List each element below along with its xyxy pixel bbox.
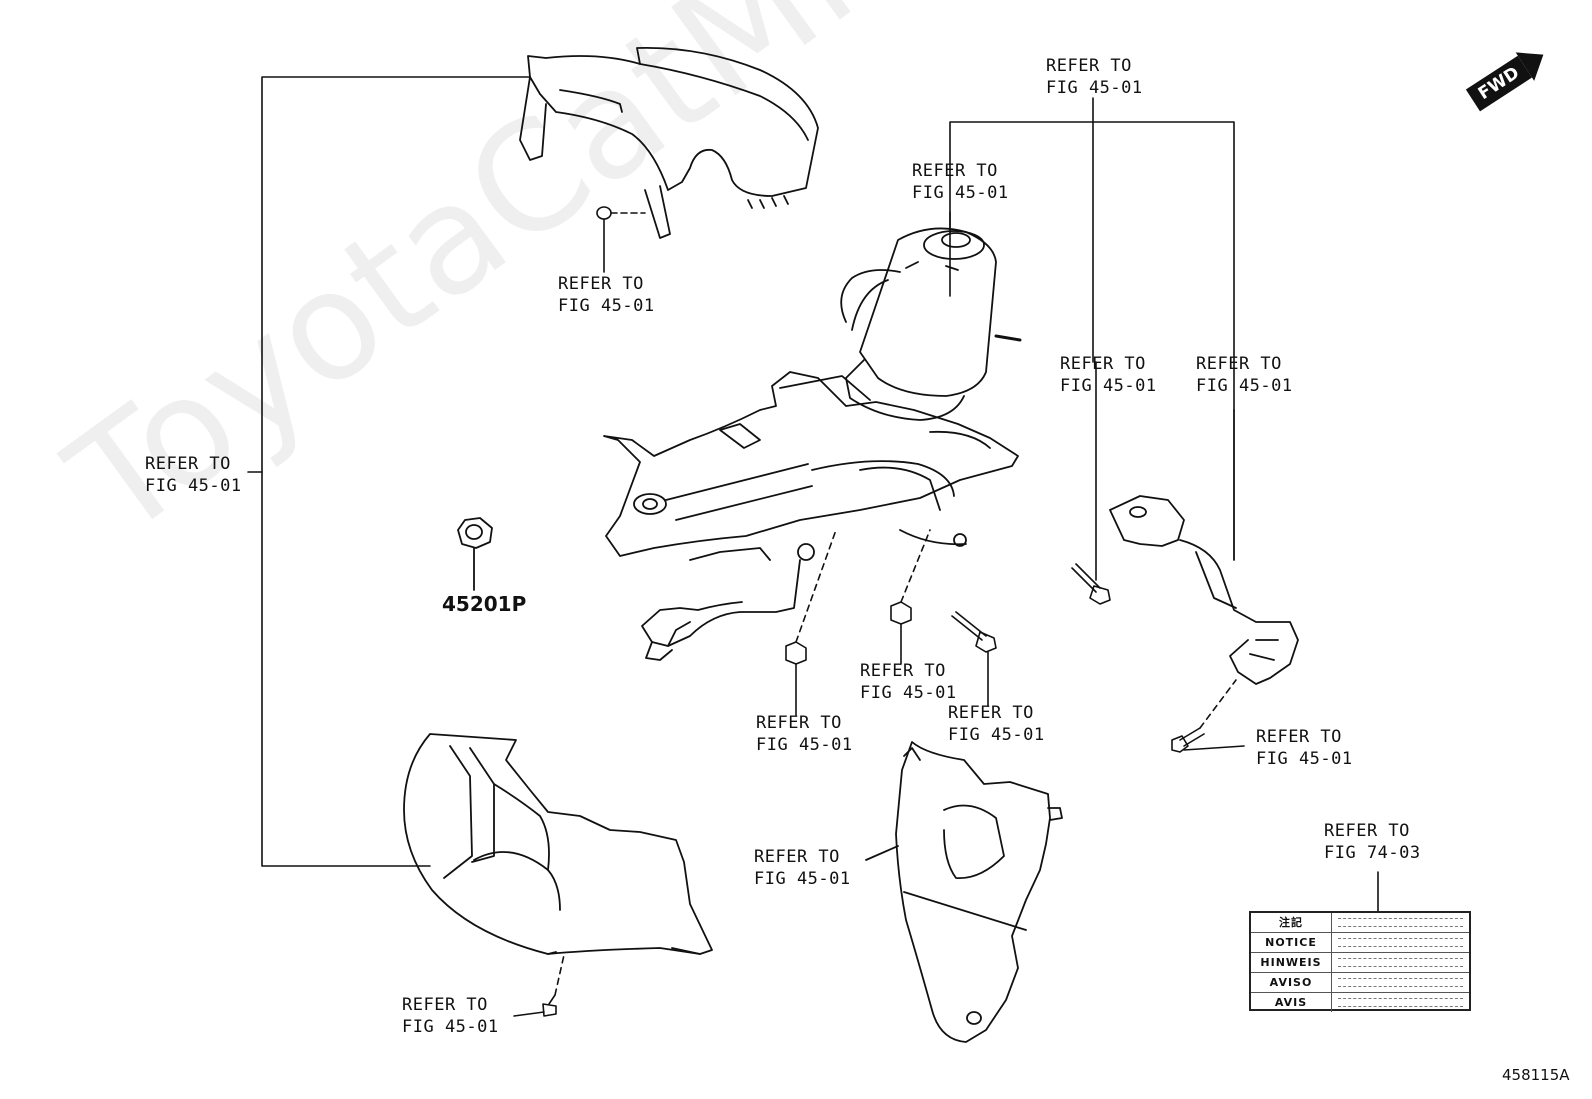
notice-label-key: HINWEIS (1251, 953, 1332, 972)
notice-label-key: NOTICE (1251, 933, 1332, 952)
notice-label-row: NOTICE (1251, 933, 1469, 953)
notice-label-row: AVIS (1251, 993, 1469, 1012)
notice-label-row: 注記 (1251, 913, 1469, 933)
notice-label-key: AVISO (1251, 973, 1332, 992)
nut-center-column (890, 529, 931, 665)
notice-label-row: HINWEIS (1251, 953, 1469, 973)
intermediate-shaft (1109, 409, 1299, 685)
lower-column-cover (403, 733, 713, 955)
shaft-bolt (1171, 679, 1245, 753)
tilt-lever (641, 559, 801, 661)
bolt-center (951, 611, 997, 707)
column-shield (865, 741, 1063, 1043)
steering-column (603, 371, 1019, 561)
nut-45201P (457, 517, 493, 591)
screw-upper-cover (596, 206, 646, 273)
top-bracket-line (949, 121, 1235, 411)
notice-label-row: AVISO (1251, 973, 1469, 993)
bracket-line (261, 76, 531, 867)
diagram-id: 458115A (1502, 1066, 1570, 1084)
notice-label-key: 注記 (1251, 913, 1332, 932)
notice-label-key: AVIS (1251, 993, 1332, 1012)
eps-motor (840, 227, 1022, 421)
screw-lower-cover (513, 954, 565, 1017)
notice-label-card: 注記 NOTICE HINWEIS AVISO AVIS (1249, 911, 1471, 1012)
part-number-label: 45201P (442, 592, 527, 616)
nut-left-column (785, 529, 837, 716)
upper-column-cover (519, 46, 819, 239)
bolt-right (1071, 361, 1111, 605)
